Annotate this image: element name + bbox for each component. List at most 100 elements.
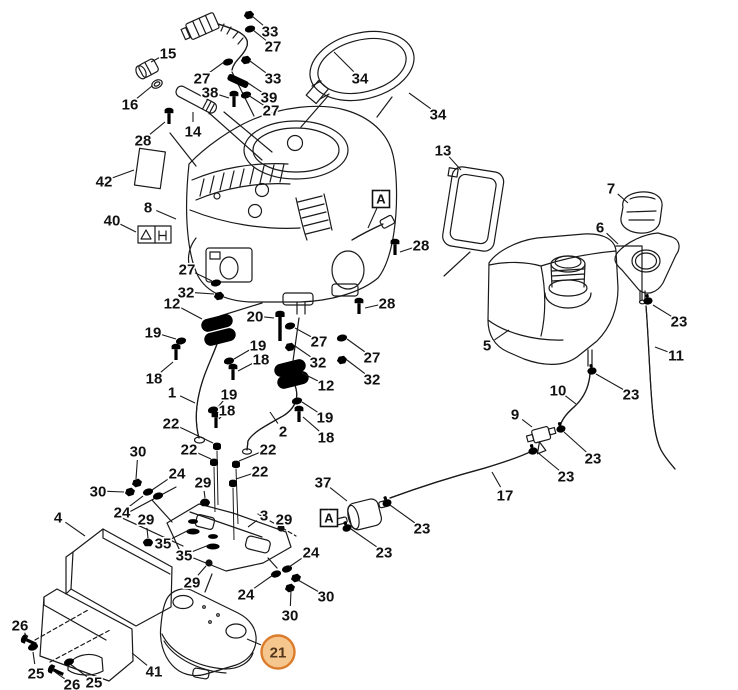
leader-line: [65, 521, 86, 537]
part-label-12[interactable]: 12: [316, 376, 336, 396]
part-label-29[interactable]: 29: [274, 510, 294, 530]
part-label-29[interactable]: 29: [182, 573, 202, 593]
part-label-42[interactable]: 42: [94, 172, 114, 192]
part-label-6[interactable]: 6: [594, 218, 605, 238]
part-label-27[interactable]: 27: [362, 348, 382, 368]
part-label-34[interactable]: 34: [428, 105, 448, 125]
part-label-28[interactable]: 28: [377, 294, 397, 314]
part-label-19[interactable]: 19: [143, 323, 163, 343]
reference-box: [371, 189, 391, 209]
part-label-29[interactable]: 29: [136, 510, 156, 530]
part-label-30[interactable]: 30: [128, 442, 148, 462]
part-label-23[interactable]: 23: [621, 385, 641, 405]
part-label-3[interactable]: 3: [258, 506, 269, 526]
part-label-28[interactable]: 28: [411, 236, 431, 256]
part-label-17[interactable]: 17: [495, 486, 515, 506]
part-label-23[interactable]: 23: [374, 543, 394, 563]
part-label-24[interactable]: 24: [167, 464, 187, 484]
part-label-24[interactable]: 24: [301, 543, 321, 563]
part-label-8[interactable]: 8: [142, 198, 153, 218]
part-label-21[interactable]: 21: [260, 634, 296, 670]
part-label-14[interactable]: 14: [183, 122, 203, 142]
part-label-22[interactable]: 22: [250, 462, 270, 482]
part-label-7[interactable]: 7: [605, 179, 616, 199]
part-label-29[interactable]: 29: [193, 473, 213, 493]
part-label-plate-42: [133, 147, 166, 190]
part-label-33[interactable]: 33: [263, 69, 283, 89]
part-number-text: 32: [310, 354, 327, 371]
part-label-28[interactable]: 28: [133, 131, 153, 151]
part-label-23[interactable]: 23: [412, 519, 432, 539]
part-label-24[interactable]: 24: [236, 585, 256, 605]
part-number-text: 19: [145, 324, 162, 341]
part-label-18[interactable]: 18: [144, 369, 164, 389]
part-label-23[interactable]: 23: [556, 467, 576, 487]
part-label-27[interactable]: 27: [177, 260, 197, 280]
part-label-15[interactable]: 15: [158, 44, 178, 64]
part-label-5[interactable]: 5: [481, 336, 492, 356]
part-label-37[interactable]: 37: [313, 473, 333, 493]
part-label-16[interactable]: 16: [120, 95, 140, 115]
part-label-41[interactable]: 41: [144, 662, 164, 682]
part-number-text: 35: [176, 547, 193, 564]
part-label-35[interactable]: 35: [153, 534, 173, 554]
part-label-32[interactable]: 32: [176, 283, 196, 303]
part-label-26[interactable]: 26: [10, 616, 30, 636]
part-label-32[interactable]: 32: [308, 353, 328, 373]
part-label-11[interactable]: 11: [667, 346, 686, 366]
part-label-23[interactable]: 23: [669, 312, 689, 332]
part-label-19[interactable]: 19: [315, 408, 335, 428]
part-label-1[interactable]: 1: [166, 383, 177, 403]
part-label-13[interactable]: 13: [433, 141, 453, 161]
leader-line: [301, 401, 318, 413]
part-label-27[interactable]: 27: [192, 69, 212, 89]
part-label-18[interactable]: 18: [316, 428, 336, 448]
part-number-text: 18: [146, 370, 163, 387]
part-label-32[interactable]: 32: [362, 370, 382, 390]
part-label-2[interactable]: 2: [277, 422, 288, 442]
part-number-text: 8: [144, 199, 152, 216]
part-label-26[interactable]: 26: [62, 675, 82, 690]
leader-line: [151, 477, 170, 491]
part-number-text: A: [324, 511, 334, 526]
part-label-25[interactable]: 25: [84, 673, 104, 690]
part-label-39[interactable]: 39: [259, 88, 279, 108]
part-label-34[interactable]: 34: [350, 69, 370, 89]
part-label-18[interactable]: 18: [251, 350, 271, 370]
part-label-A[interactable]: A: [371, 189, 391, 209]
part-label-22[interactable]: 22: [179, 440, 199, 460]
part-label-33[interactable]: 33: [260, 22, 280, 42]
part-label-27[interactable]: 27: [309, 332, 329, 352]
part-tank-cap-7: [620, 191, 663, 234]
part-label-10[interactable]: 10: [548, 381, 568, 401]
part-number-text: 29: [184, 574, 201, 591]
part-label-19[interactable]: 19: [219, 385, 239, 405]
part-label-22[interactable]: 22: [258, 440, 278, 460]
part-label-12[interactable]: 12: [162, 294, 182, 314]
part-label-38[interactable]: 38: [200, 83, 220, 103]
part-label-30[interactable]: 30: [316, 587, 336, 607]
part-label-18[interactable]: 18: [217, 401, 237, 421]
part-label-20[interactable]: 20: [245, 307, 265, 327]
part-label-27[interactable]: 27: [263, 37, 283, 57]
part-number-text: 39: [261, 89, 278, 106]
part-label-A[interactable]: A: [319, 508, 339, 528]
part-label-30[interactable]: 30: [88, 482, 108, 502]
part-label-40[interactable]: 40: [102, 211, 122, 231]
part-label-30[interactable]: 30: [280, 606, 300, 626]
part-label-25[interactable]: 25: [26, 664, 46, 684]
part-label-9[interactable]: 9: [509, 405, 520, 425]
leader-line: [247, 82, 262, 93]
part-label-27[interactable]: 27: [261, 101, 281, 121]
leader-line: [350, 528, 377, 548]
part-label-35[interactable]: 35: [174, 546, 194, 566]
part-label-4[interactable]: 4: [52, 508, 64, 528]
part-number-text: 24: [114, 504, 131, 521]
part-label-22[interactable]: 22: [161, 414, 181, 434]
part-number-text: 26: [64, 676, 81, 690]
part-label-19[interactable]: 19: [248, 336, 268, 356]
part-label-23[interactable]: 23: [583, 449, 603, 469]
part-label-24[interactable]: 24: [112, 503, 132, 523]
part-filler-neck-6: [614, 232, 680, 305]
